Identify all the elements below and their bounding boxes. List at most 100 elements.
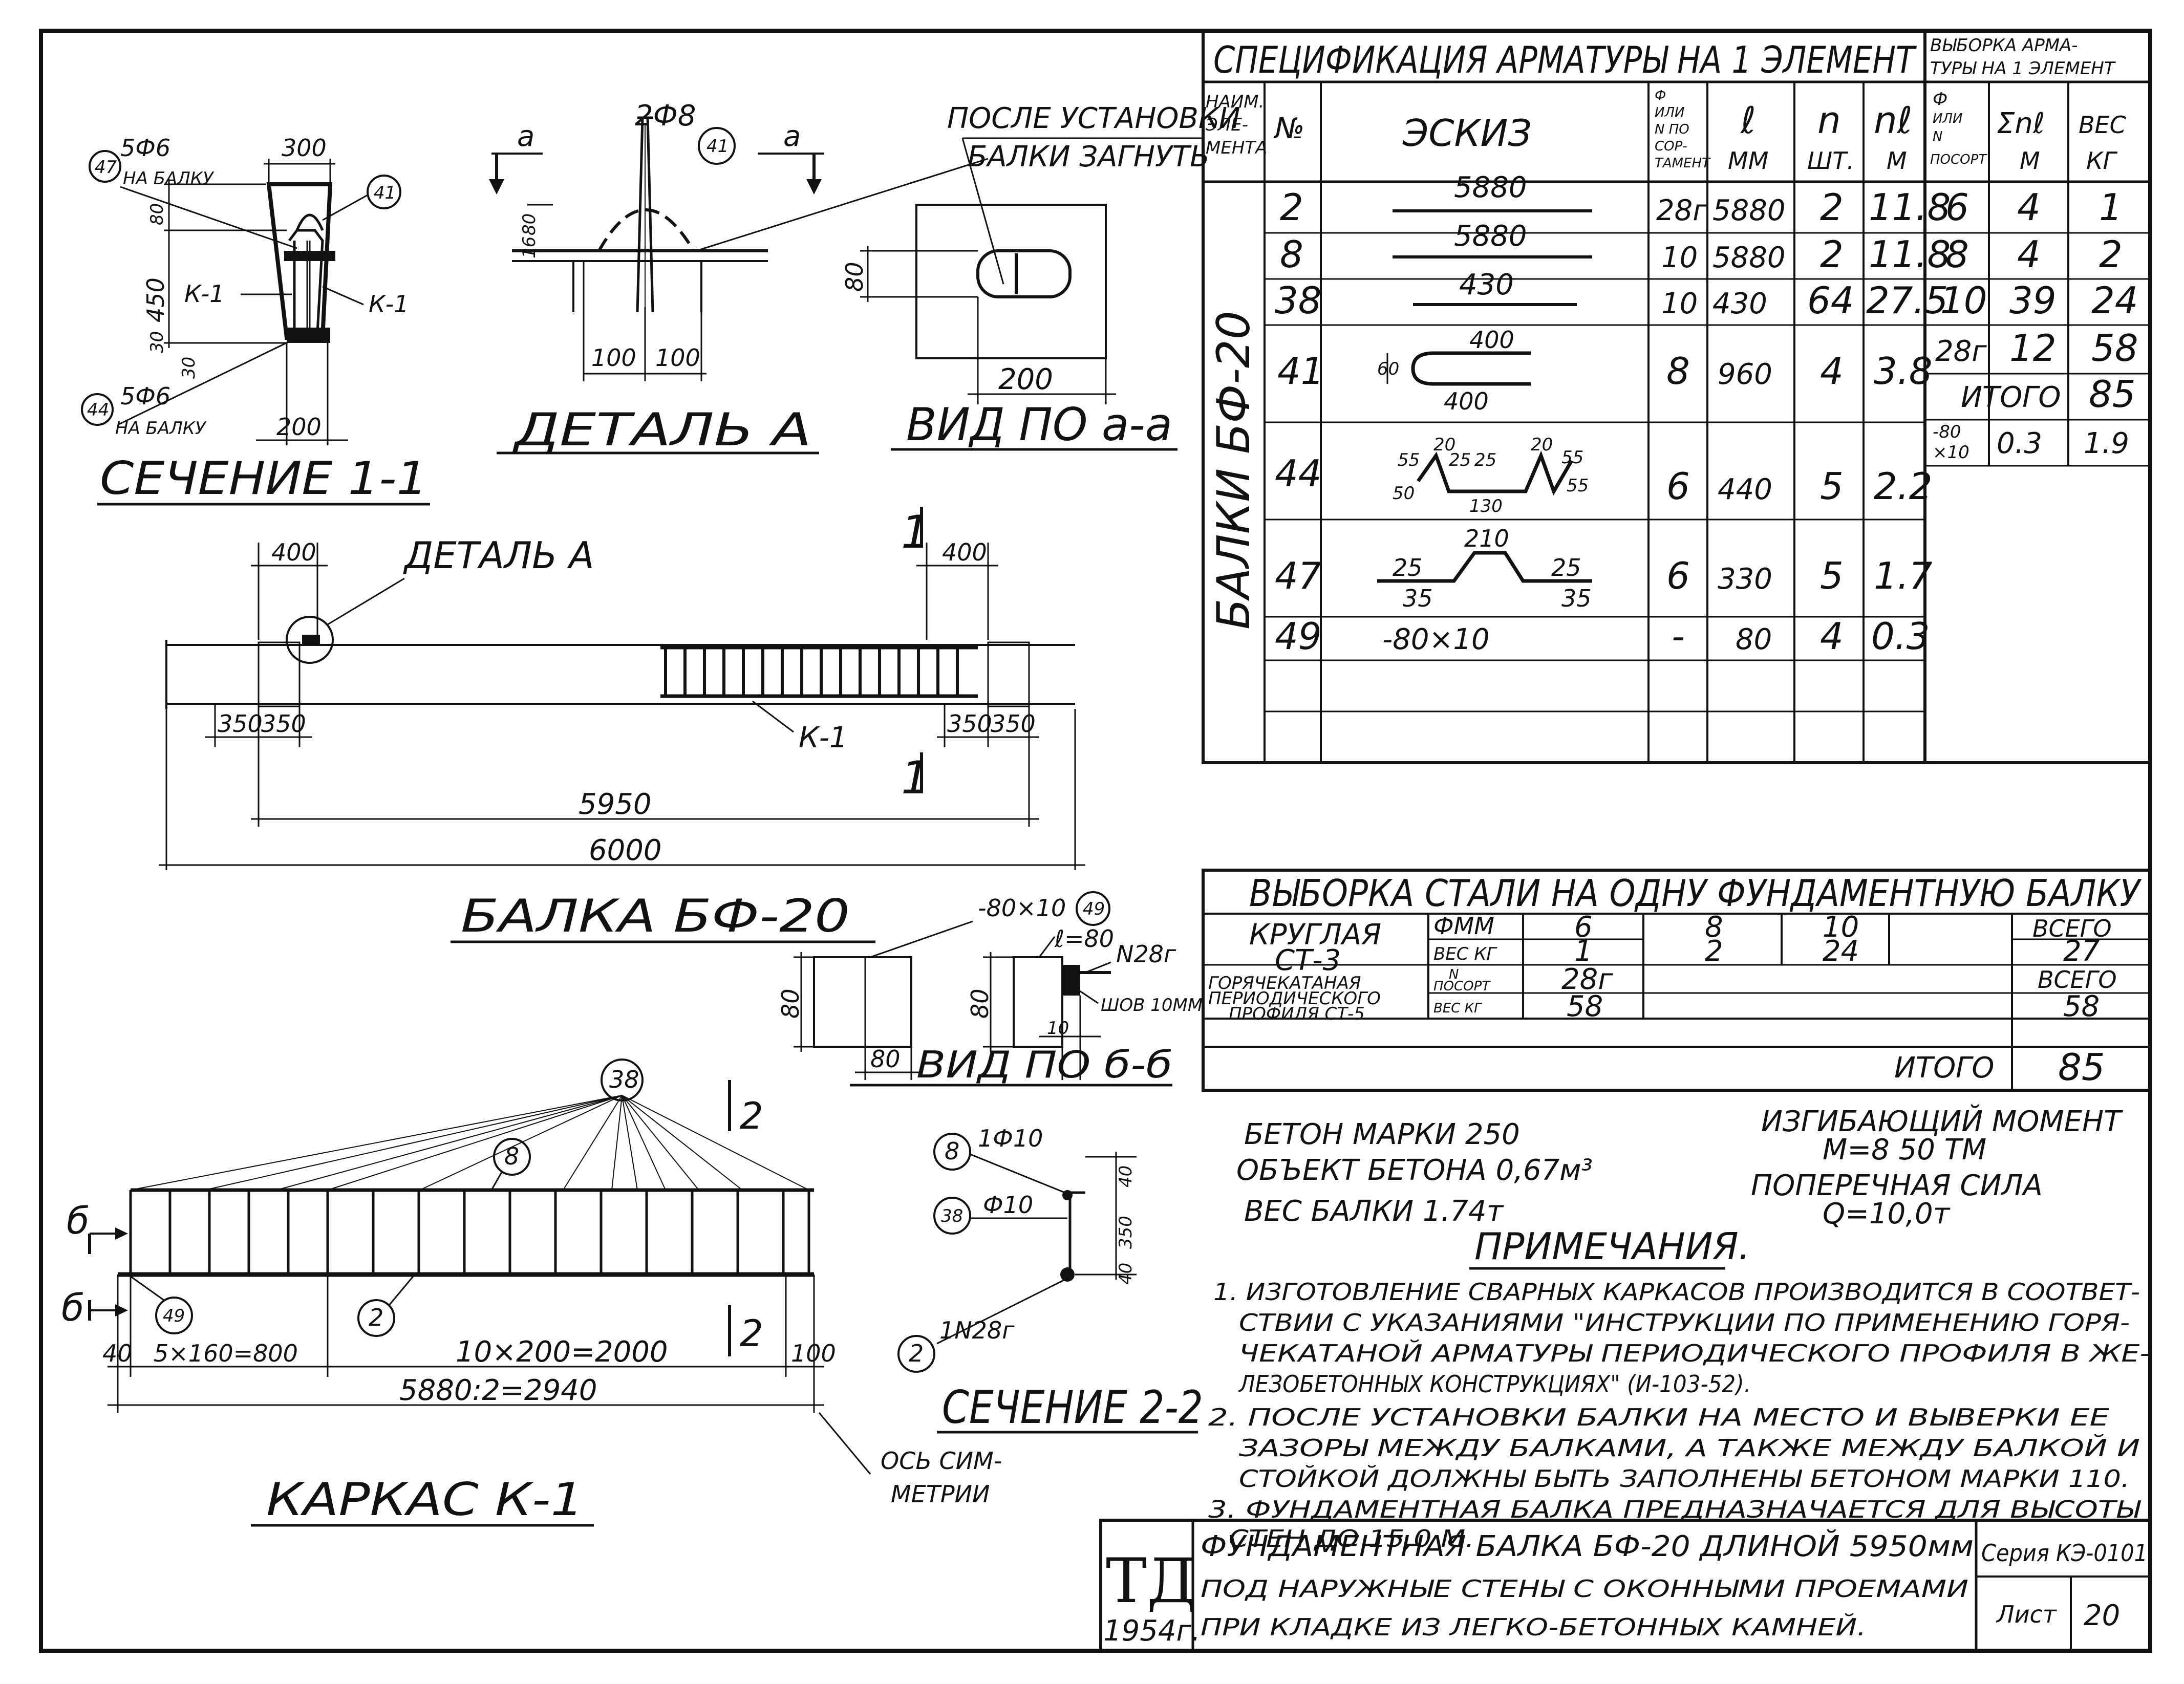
moment-value: М=8 50 ТМ	[1823, 1133, 1986, 1167]
bent-bar-dim-25b: 25	[1551, 554, 1581, 581]
beam-dim-5950: 5950	[579, 788, 652, 821]
spec-row-no: 49	[1275, 615, 1322, 658]
frame-dim-40: 40	[102, 1340, 133, 1367]
selection-title-2: ТУРЫ НА 1 ЭЛЕМЕНТ	[1930, 58, 2116, 79]
beam-dim-350: 350	[218, 710, 263, 738]
view-aa-dim-200: 200	[998, 363, 1053, 396]
frame-dim-800: 5×160=800	[154, 1340, 298, 1367]
frame-k1: 38 8 2 49 б б 2 2 40 5×160=800 10×200=20…	[61, 1059, 1002, 1527]
spec-row-nl: 2.2	[1874, 465, 1933, 508]
callout-49	[1076, 891, 1110, 926]
sec11-dim-bottom: 200	[276, 413, 322, 441]
steel-dia-label: ФММ	[1433, 912, 1494, 940]
spec-header-dia-3: N ПО	[1655, 122, 1689, 137]
spec-row: 41 60 400 400 8 960 4 3.8	[1277, 326, 1933, 415]
spec-row-no: 41	[1277, 350, 1324, 393]
sec22-mid-label: Ф10	[983, 1191, 1033, 1219]
spec-row-dia: 6	[1666, 554, 1690, 597]
frame-plate-num: 49	[163, 1306, 185, 1326]
spec-row-sketch: -80×10	[1382, 623, 1490, 656]
bent-bar-dim-35a: 35	[1403, 585, 1433, 612]
steel-sort-label: N	[1449, 967, 1459, 982]
note-line: ЗАЗОРЫ МЕЖДУ БАЛКАМИ, А ТАКЖЕ МЕЖДУ БАЛК…	[1239, 1434, 2140, 1462]
frame-k1-title: КАРКАС К-1	[266, 1473, 584, 1526]
beam-detail-label: ДЕТАЛЬ А	[403, 534, 594, 577]
spec-row-sketch: 5880	[1454, 220, 1527, 253]
stirrup-dim-25a: 25	[1449, 450, 1471, 470]
beam-section-mark-bottom: 1	[901, 751, 930, 804]
note-line: 1. ИЗГОТОВЛЕНИЕ СВАРНЫХ КАРКАСОВ ПРОИЗВО…	[1213, 1278, 2140, 1306]
stirrup-dim-50: 50	[1393, 483, 1415, 504]
view-bb-dim-10: 10	[1047, 1018, 1069, 1039]
spec-row-nl: 3.8	[1874, 350, 1933, 393]
steel-round-label: КРУГЛАЯ	[1249, 918, 1381, 952]
view-bb-dim-80c: 80	[966, 988, 994, 1019]
spec-header-element-2: ЭЛЕ-	[1205, 115, 1248, 135]
steel-hot-weight: 58	[1567, 990, 1603, 1023]
beam-weight: ВЕС БАЛКИ 1.74т	[1244, 1195, 1504, 1228]
stirrup-dim-130: 130	[1469, 496, 1503, 516]
selection-header-sum: Σnℓ	[1997, 107, 2045, 140]
spec-header-dia-4: СОР-	[1655, 139, 1687, 154]
spec-row-n: 5	[1820, 465, 1844, 508]
selection-row-weight: 2	[2099, 233, 2123, 276]
frame-cut-mark-bottom: б	[61, 1286, 84, 1329]
sec11-callout-top-text-2: НА БАЛКУ	[123, 168, 215, 189]
frame-section-mark-top: 2	[740, 1094, 763, 1137]
detail-a-marker	[286, 616, 334, 664]
steel-round-label-2: СТ-3	[1275, 944, 1341, 977]
frame-leader-line	[622, 1095, 666, 1191]
sec11-callout-bot-text: 5Ф6	[120, 382, 170, 410]
selection-row-sum: 12	[2009, 327, 2057, 370]
title-block: ТД 1954г. ФУНДАМЕНТНАЯ БАЛКА БФ-20 ДЛИНО…	[1099, 1519, 2152, 1652]
view-b-b-title: ВИД ПО б-б	[916, 1043, 1172, 1086]
hairpin-dim-400-top: 400	[1469, 326, 1514, 354]
sec22-bot-num: 2	[909, 1340, 924, 1367]
spec-row: 2 5880 28г 5880 2 11.8	[1280, 171, 1951, 229]
beam-dim-350: 350	[947, 710, 992, 738]
hairpin-sketch	[1411, 351, 1531, 386]
view-a-a-title: ВИД ПО а-а	[906, 398, 1172, 451]
callout-2	[357, 1299, 395, 1337]
spec-header-total-length-unit: М	[1887, 147, 1907, 175]
frame-leaders	[130, 1095, 809, 1191]
sec11-dim-30: 30	[147, 331, 167, 353]
spec-row: 44 20 55 25 25 20 55 50 130 55 6 440 5 2…	[1275, 435, 1933, 516]
detail-a-note-2: БАЛКИ ЗАГНУТЬ	[968, 140, 1210, 174]
beam-section-mark: 1	[901, 506, 930, 558]
view-bb-dim-80a: 80	[777, 988, 804, 1019]
steel-dia-10: 10	[1823, 911, 1859, 944]
spec-header-element: НАИМ.	[1206, 92, 1264, 112]
spec-row: 38 430 10 430 64 27.5	[1275, 268, 1948, 322]
callout-44	[81, 393, 114, 426]
logo: ТД	[1106, 1546, 1197, 1617]
steel-dia-8: 8	[1705, 911, 1723, 944]
spec-row-sketch: 5880	[1454, 171, 1527, 204]
frame-leader-line	[622, 1095, 699, 1191]
view-b-b: 80 80 80 10 -80×10 49 ℓ=80 N28г ШОВ 10ММ…	[777, 891, 1203, 1087]
selection-row-weight: 24	[2091, 279, 2138, 322]
selection-table: ВЫБОРКА АРМА- ТУРЫ НА 1 ЭЛЕМЕНТ Ф ИЛИ N …	[1924, 35, 2150, 467]
steel-hot-total-label: ВСЕГО	[2038, 966, 2117, 994]
spec-row-no: 44	[1275, 452, 1322, 495]
sec22-dim-40a: 40	[1116, 1165, 1136, 1188]
bent-bar-sketch	[1377, 551, 1592, 583]
selection-row-weight: 1	[2099, 186, 2123, 229]
steel-table-title: ВЫБОРКА СТАЛИ НА ОДНУ ФУНДАМЕНТНУЮ БАЛКУ	[1249, 872, 2142, 915]
spec-row-no: 47	[1275, 554, 1322, 597]
sheet-border	[39, 29, 2152, 1653]
spec-row-dia: 6	[1666, 465, 1690, 508]
spec-row-n: 4	[1820, 615, 1844, 658]
sec11-callout-bot-text-2: НА БАЛКУ	[115, 418, 207, 439]
moment-label: ИЗГИБАЮЩИЙ МОМЕНТ	[1761, 1105, 2123, 1138]
steel-weight-6: 1	[1574, 935, 1593, 968]
callout-38b	[933, 1197, 971, 1235]
concrete-grade: БЕТОН МАРКИ 250	[1244, 1118, 1520, 1151]
spec-row-sketch: 430	[1459, 268, 1514, 301]
selection-plate-weight: 1.9	[2084, 427, 2129, 460]
frame-leader-line	[563, 1095, 623, 1191]
bent-bar-dim-210: 210	[1464, 525, 1509, 552]
spec-row-len: 430	[1712, 287, 1767, 320]
beam-dim-350: 350	[261, 710, 306, 738]
